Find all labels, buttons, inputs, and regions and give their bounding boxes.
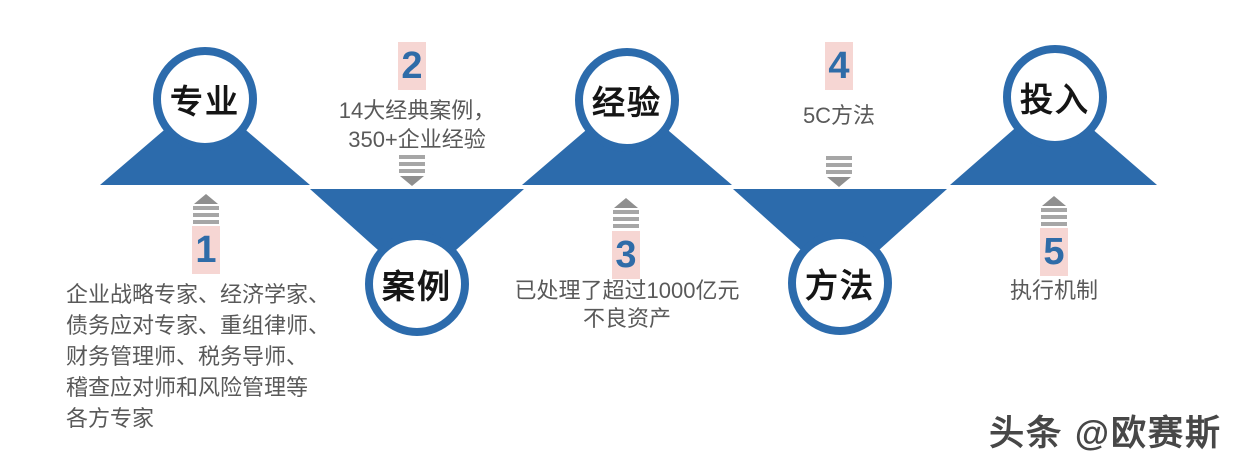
node-2-description: 14大经典案例， 350+企业经验: [338, 98, 496, 152]
node-1-label: 专业: [170, 83, 240, 120]
node-5-label: 投入: [1020, 81, 1090, 118]
node-4-description: 5C方法: [802, 103, 876, 128]
step-3-number-badge: 3: [612, 231, 640, 279]
node-3-description: 已处理了超过1000亿元 不良资产: [514, 278, 740, 331]
node-3-label: 经验: [592, 84, 662, 121]
node-3-circle: 经验: [575, 48, 679, 152]
node-1-description: 企业战略专家、经济学家、 债务应对专家、重组律师、 财务管理师、税务导师、 稽查…: [66, 282, 331, 431]
node-2-label: 案例: [382, 268, 452, 305]
arrow-up-icon: [193, 194, 219, 224]
node-5-description: 执行机制: [1009, 278, 1098, 303]
watermark: 头条 @欧赛斯: [989, 414, 1222, 453]
step-4-number-badge: 4: [825, 42, 853, 90]
step-2-number-badge: 2: [398, 42, 426, 90]
step-5-number-badge: 5: [1040, 228, 1068, 276]
node-5-circle: 投入: [1003, 45, 1107, 149]
node-2-circle: 案例: [365, 232, 469, 336]
arrow-down-icon: [399, 153, 425, 186]
step-1-number-badge: 1: [192, 226, 220, 274]
node-1-circle: 专业: [153, 47, 257, 151]
arrow-up-icon: [613, 198, 639, 228]
node-4-circle: 方法: [788, 231, 892, 335]
arrow-up-icon: [1041, 196, 1067, 226]
arrow-down-icon: [826, 154, 852, 187]
node-4-label: 方法: [805, 267, 875, 304]
